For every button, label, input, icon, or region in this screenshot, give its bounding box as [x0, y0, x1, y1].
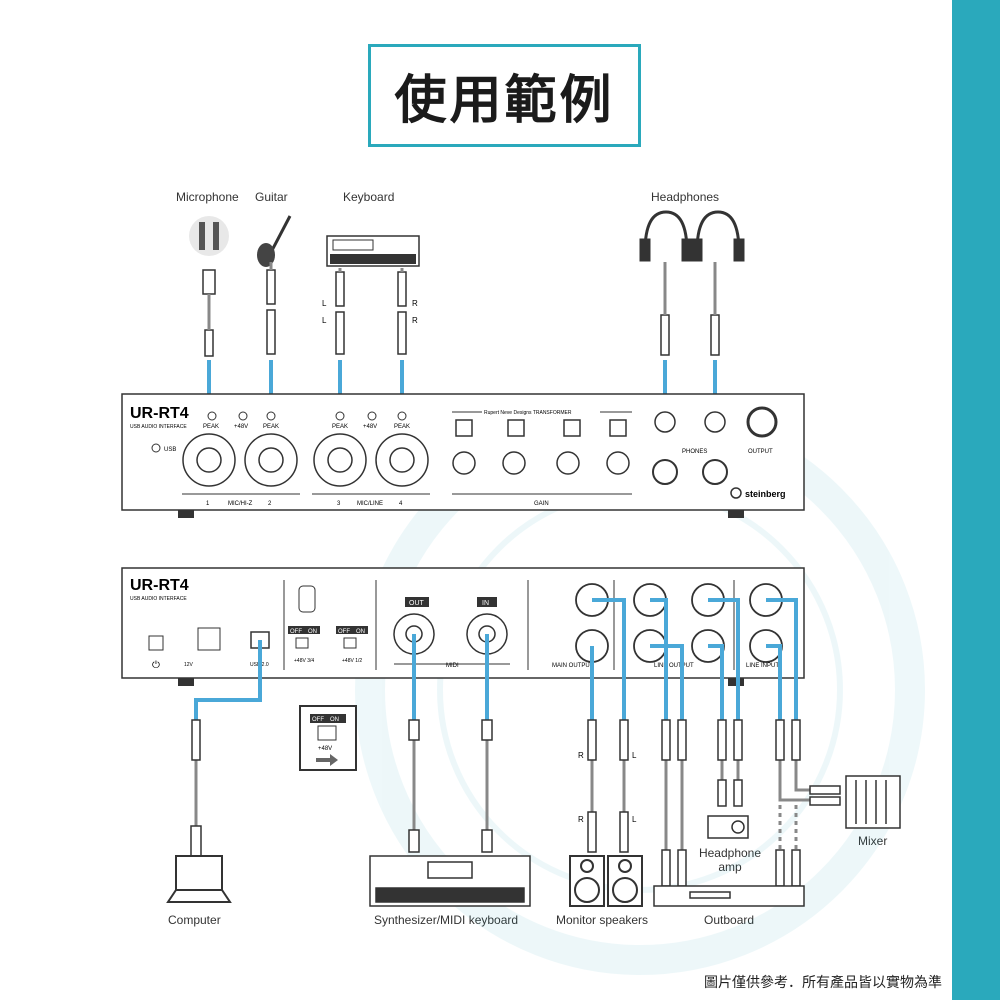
label-outboard: Outboard — [704, 913, 755, 927]
headphone-amp-icon — [707, 815, 749, 839]
main-l-label-1: L — [632, 751, 637, 760]
input-leds — [207, 411, 407, 421]
input-number-3: 3 — [337, 501, 341, 507]
gain-label: GAIN — [534, 501, 549, 507]
keyboard-r-label-2: R — [412, 316, 418, 325]
rear-subtitle: USB AUDIO INTERFACE — [130, 596, 187, 602]
dc-label: 12V — [184, 662, 194, 668]
midi-in-tag — [477, 597, 497, 607]
switch-34-off: OFF — [290, 629, 302, 635]
phantom-label-2: +48V — [363, 424, 377, 430]
keyboard-icon — [326, 235, 420, 267]
label-synth: Synthesizer/MIDI keyboard — [374, 913, 519, 927]
main-output-label: MAIN OUTPUT — [552, 663, 594, 669]
rear-blue-cables — [194, 598, 798, 720]
midi-in-label: IN — [482, 600, 489, 607]
input-number-1: 1 — [206, 501, 210, 507]
monitor-speakers-icon — [569, 855, 643, 907]
mixer-icon — [845, 775, 901, 829]
peak-label-3: PEAK — [332, 424, 348, 430]
peak-label-1: PEAK — [203, 424, 219, 430]
output-label: OUTPUT — [748, 449, 773, 455]
main-r-label-2: R — [578, 815, 584, 824]
connection-diagram: L L R R UR-RT4 USB AUDIO INTERFACE USB P… — [121, 210, 925, 975]
top-plugs — [202, 269, 720, 357]
switch-34-on: ON — [308, 629, 317, 635]
transformer-buttons[interactable] — [455, 419, 627, 437]
rupert-label: Rupert Neve Designs TRANSFORMER — [484, 410, 572, 416]
rupert-label-bg — [482, 408, 600, 416]
front-subtitle: USB AUDIO INTERFACE — [130, 424, 187, 430]
mic-hiz-label: MIC/HI-Z — [228, 501, 253, 507]
switch-34-header — [288, 626, 320, 634]
title-box: 使用範例 — [368, 44, 641, 147]
dc-jack — [197, 627, 221, 651]
phantom-switch-callout — [299, 705, 357, 771]
footer-disclaimer: 圖片僅供參考．所有產品皆以實物為準 — [704, 975, 942, 991]
top-grey-cables — [207, 262, 717, 330]
phantom-label-1: +48V — [234, 424, 248, 430]
label-keyboard: Keyboard — [343, 190, 395, 204]
switch-12-off: OFF — [338, 629, 350, 635]
keyboard-l-label-2: L — [322, 316, 327, 325]
laptop-icon — [166, 855, 232, 903]
midi-out-label: OUT — [409, 600, 425, 607]
label-headphone-amp: Headphone amp — [698, 846, 762, 874]
input-number-2: 2 — [268, 501, 272, 507]
phantom-12-label: +48V 1/2 — [342, 658, 362, 664]
callout-off: OFF — [312, 717, 324, 723]
label-monitor: Monitor speakers — [556, 913, 649, 927]
phones-jacks — [652, 459, 728, 485]
usb-led — [151, 443, 161, 453]
keyboard-l-label-1: L — [322, 299, 327, 308]
phantom-switch-12[interactable] — [343, 637, 357, 649]
power-icon: ⏻ — [152, 660, 160, 671]
midi-out-tag — [405, 597, 429, 607]
midi-label: MIDI — [446, 663, 459, 669]
callout-phantom: +48V — [318, 746, 332, 752]
keyboard-r-label-1: R — [412, 299, 418, 308]
main-l-label-2: L — [632, 815, 637, 824]
front-model: UR-RT4 — [130, 405, 189, 422]
microphone-icon — [189, 216, 229, 256]
synth-keyboard-icon — [369, 855, 531, 907]
label-guitar: Guitar — [255, 190, 288, 204]
phantom-switch-34[interactable] — [295, 637, 309, 649]
line-input-label: LINE INPUT — [746, 663, 779, 669]
peak-label-4: PEAK — [394, 424, 410, 430]
page-title: 使用範例 — [394, 71, 615, 131]
switch-12-on: ON — [356, 629, 365, 635]
phones-knobs[interactable] — [654, 411, 726, 433]
input-number-4: 4 — [399, 501, 403, 507]
peak-label-2: PEAK — [263, 424, 279, 430]
headphones-icon — [639, 210, 745, 262]
accent-sidebar — [952, 0, 1000, 1000]
callout-on: ON — [330, 717, 339, 723]
steinberg-logo-icon — [730, 487, 742, 499]
rear-panel — [121, 567, 805, 686]
front-usb-label: USB — [164, 447, 176, 453]
outboard-icon — [653, 885, 805, 907]
power-switch[interactable] — [148, 635, 164, 651]
rear-model: UR-RT4 — [130, 577, 189, 594]
security-slot — [298, 585, 316, 613]
output-knob[interactable] — [746, 406, 778, 438]
combo-jacks — [182, 433, 429, 487]
phantom-34-label: +48V 3/4 — [294, 658, 314, 664]
label-microphone: Microphone — [176, 190, 239, 204]
guitar-icon — [257, 215, 292, 267]
line-output-label: LINE OUTPUT — [654, 663, 694, 669]
label-mixer: Mixer — [858, 834, 888, 848]
switch-12-header — [336, 626, 368, 634]
phones-label: PHONES — [682, 449, 707, 455]
label-computer: Computer — [168, 913, 221, 927]
gain-knobs[interactable] — [452, 451, 630, 475]
label-headphones: Headphones — [651, 190, 720, 204]
brand-label: steinberg — [745, 489, 786, 499]
mic-line-label: MIC/LINE — [357, 501, 383, 507]
main-r-label-1: R — [578, 751, 584, 760]
